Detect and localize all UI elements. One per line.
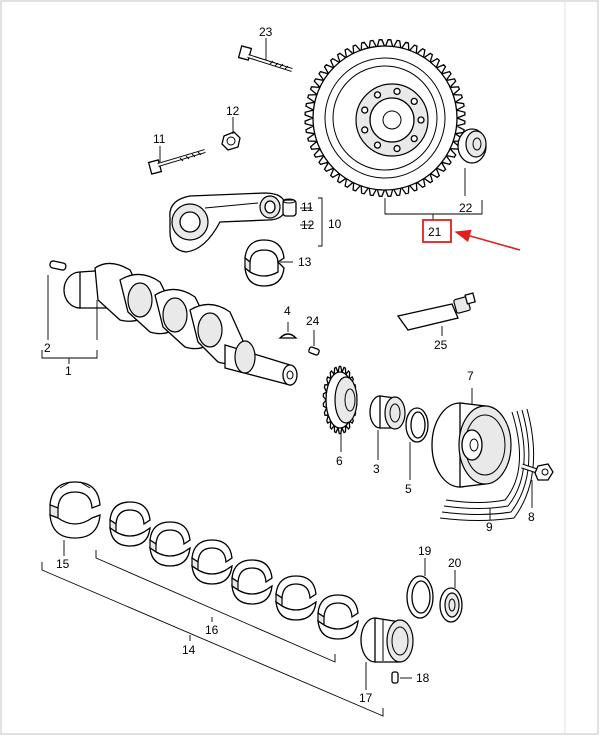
sealant-tube bbox=[396, 292, 476, 331]
callout-25: 25 bbox=[434, 338, 448, 352]
callout-1: 1 bbox=[65, 364, 72, 378]
callout-18: 18 bbox=[416, 671, 430, 685]
callout-11-bolt: 11 bbox=[153, 132, 166, 146]
callout-14: 14 bbox=[182, 643, 196, 657]
callout-24: 24 bbox=[306, 314, 320, 328]
callout-15: 15 bbox=[56, 557, 70, 571]
connecting-rod-bolt bbox=[147, 149, 206, 175]
o-ring bbox=[406, 575, 434, 619]
retaining-pin bbox=[391, 671, 399, 684]
callout-4: 4 bbox=[284, 304, 291, 318]
callout-9: 9 bbox=[486, 520, 493, 534]
drive-belt bbox=[439, 408, 535, 521]
flywheel-bolt bbox=[237, 45, 293, 72]
seal bbox=[439, 587, 463, 623]
highlight-arrow bbox=[454, 229, 521, 251]
callout-19: 19 bbox=[418, 544, 432, 558]
callout-10: 10 bbox=[328, 217, 342, 231]
callout-8: 8 bbox=[528, 510, 535, 524]
connecting-rod bbox=[169, 192, 287, 253]
woodruff-key bbox=[278, 333, 298, 339]
sleeve bbox=[369, 395, 406, 430]
bearing-shell-pair bbox=[275, 575, 317, 621]
callout-20: 20 bbox=[448, 556, 462, 570]
bearing-shell-pair bbox=[191, 539, 233, 585]
crankshaft-pulley bbox=[431, 402, 512, 488]
leader-lines bbox=[41, 38, 533, 717]
callout-12-nut: 12 bbox=[226, 104, 240, 118]
bearing-shell-pair bbox=[109, 501, 151, 547]
pulley-bolt bbox=[521, 463, 554, 481]
callout-21: 21 bbox=[428, 225, 442, 239]
callout-22: 22 bbox=[459, 201, 473, 215]
callout-16: 16 bbox=[205, 623, 219, 637]
connecting-rod-bearing bbox=[244, 239, 285, 287]
bearing-shell-pair bbox=[231, 559, 273, 605]
callout-5: 5 bbox=[405, 482, 412, 496]
callout-6: 6 bbox=[336, 454, 343, 468]
pilot-bearing bbox=[457, 128, 487, 164]
seal-ring bbox=[405, 407, 429, 443]
callout-12-bush: 12 bbox=[301, 218, 315, 232]
callout-23: 23 bbox=[259, 25, 273, 39]
flywheel bbox=[304, 39, 466, 197]
callout-11-bush: 11 bbox=[301, 200, 314, 214]
main-bearing-shells bbox=[109, 501, 359, 640]
callout-13: 13 bbox=[298, 255, 312, 269]
thrust-bearing bbox=[49, 481, 101, 539]
intermediate-bearing bbox=[360, 617, 414, 663]
callout-3: 3 bbox=[373, 462, 380, 476]
small-end-bush bbox=[282, 198, 297, 217]
highlight-21: 21 bbox=[422, 219, 521, 251]
bearing-shell-pair bbox=[317, 594, 359, 640]
bearing-shell-pair bbox=[149, 521, 191, 567]
connecting-rod-nut bbox=[221, 131, 241, 151]
highlight-box bbox=[422, 219, 452, 243]
callout-2: 2 bbox=[44, 341, 51, 355]
dowel-pin bbox=[49, 260, 67, 271]
callout-17: 17 bbox=[359, 691, 373, 705]
crankshaft bbox=[63, 262, 298, 386]
callout-7: 7 bbox=[467, 369, 474, 383]
crankshaft-gear bbox=[322, 365, 358, 435]
locating-pin bbox=[308, 346, 320, 356]
